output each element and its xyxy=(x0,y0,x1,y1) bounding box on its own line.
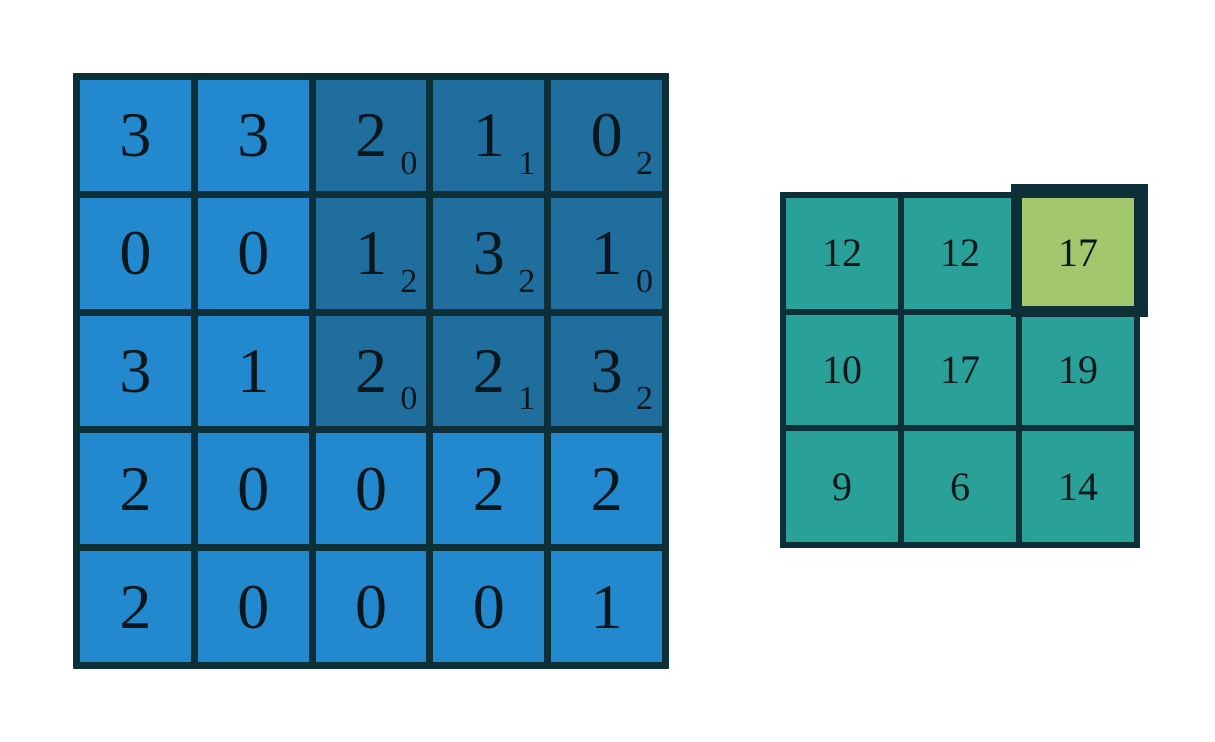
output-cell-r1-c1: 17 xyxy=(904,314,1016,426)
input-cell-value: 3 xyxy=(590,334,623,406)
input-cell-value: 0 xyxy=(237,570,270,642)
output-cell-value: 14 xyxy=(1058,463,1098,509)
input-cell-value: 0 xyxy=(354,570,387,642)
output-cell-value: 6 xyxy=(950,463,970,509)
input-cell-value: 2 xyxy=(354,99,387,171)
kernel-weight-subscript: 0 xyxy=(400,380,418,418)
input-cell-value: 2 xyxy=(590,452,623,524)
output-cell-r0-c0: 12 xyxy=(786,198,898,309)
input-cell-value: 2 xyxy=(354,334,387,406)
input-cell-r4-c1: 0 xyxy=(197,551,309,662)
kernel-weight-subscript: 2 xyxy=(636,380,653,418)
input-cell-r4-c0: 2 xyxy=(80,551,191,662)
input-cell-value: 3 xyxy=(119,334,152,406)
output-cell-value: 9 xyxy=(832,463,852,509)
output-cell-value: 19 xyxy=(1058,346,1098,392)
input-cell-r3-c0: 2 xyxy=(80,433,191,545)
input-cell-r3-c2: 0 xyxy=(315,433,427,545)
kernel-weight-subscript: 0 xyxy=(636,262,653,300)
input-cell-value: 2 xyxy=(119,452,152,524)
kernel-weight-subscript: 2 xyxy=(400,262,418,300)
output-cell-value: 10 xyxy=(822,346,862,392)
kernel-weight-subscript: 0 xyxy=(400,144,418,182)
input-cell-value: 3 xyxy=(237,99,270,171)
input-cell-r3-c4: 2 xyxy=(551,433,662,545)
input-cell-r0-c1: 3 xyxy=(197,80,309,191)
input-cell-value: 0 xyxy=(237,452,270,524)
input-cell-r2-c0: 3 xyxy=(80,315,191,427)
output-cell-value: 12 xyxy=(822,230,862,276)
input-cell-value: 0 xyxy=(354,452,387,524)
kernel-weight-subscript: 2 xyxy=(636,144,653,182)
output-cell-r1-c0: 10 xyxy=(786,314,898,426)
output-cell-value: 17 xyxy=(940,346,980,392)
output-cell-r2-c1: 6 xyxy=(904,431,1016,542)
input-cell-r4-c3: 0 xyxy=(433,551,545,662)
kernel-weight-subscript: 1 xyxy=(518,144,536,182)
kernel-weight-subscript: 2 xyxy=(518,262,536,300)
input-cell-r3-c1: 0 xyxy=(197,433,309,545)
input-cell-r1-c1: 0 xyxy=(197,197,309,309)
input-cell-value: 1 xyxy=(472,99,505,171)
output-matrix: 12 12 17 10 17 19 9 6 14 xyxy=(780,192,1140,548)
kernel-weight-subscript: 1 xyxy=(518,380,536,418)
input-cell-value: 0 xyxy=(119,217,152,289)
input-cell-value: 0 xyxy=(237,217,270,289)
input-cell-value: 3 xyxy=(119,99,152,171)
input-cell-value: 3 xyxy=(472,217,505,289)
output-cell-r0-c2: 17 xyxy=(1022,198,1134,309)
input-cell-value: 2 xyxy=(119,570,152,642)
input-cell-r3-c3: 2 xyxy=(433,433,545,545)
output-cell-r0-c1: 12 xyxy=(904,198,1016,309)
input-cell-r4-c2: 0 xyxy=(315,551,427,662)
output-cell-value: 12 xyxy=(940,230,980,276)
input-cell-r0-c0: 3 xyxy=(80,80,191,191)
input-cell-value: 1 xyxy=(590,217,623,289)
input-cell-r4-c4: 1 xyxy=(551,551,662,662)
input-cell-value: 2 xyxy=(472,452,505,524)
output-cell-r1-c2: 19 xyxy=(1022,314,1134,426)
input-cell-value: 0 xyxy=(472,570,505,642)
input-cell-value: 1 xyxy=(237,334,270,406)
output-cell-r2-c2: 14 xyxy=(1022,431,1134,542)
input-cell-value: 1 xyxy=(354,217,387,289)
input-cell-value: 2 xyxy=(472,334,505,406)
input-cell-r2-c1: 1 xyxy=(197,315,309,427)
output-cell-value: 17 xyxy=(1058,230,1098,276)
input-cell-value: 1 xyxy=(590,570,623,642)
input-cell-r1-c0: 0 xyxy=(80,197,191,309)
output-cell-r2-c0: 9 xyxy=(786,431,898,542)
input-cell-value: 0 xyxy=(590,99,623,171)
